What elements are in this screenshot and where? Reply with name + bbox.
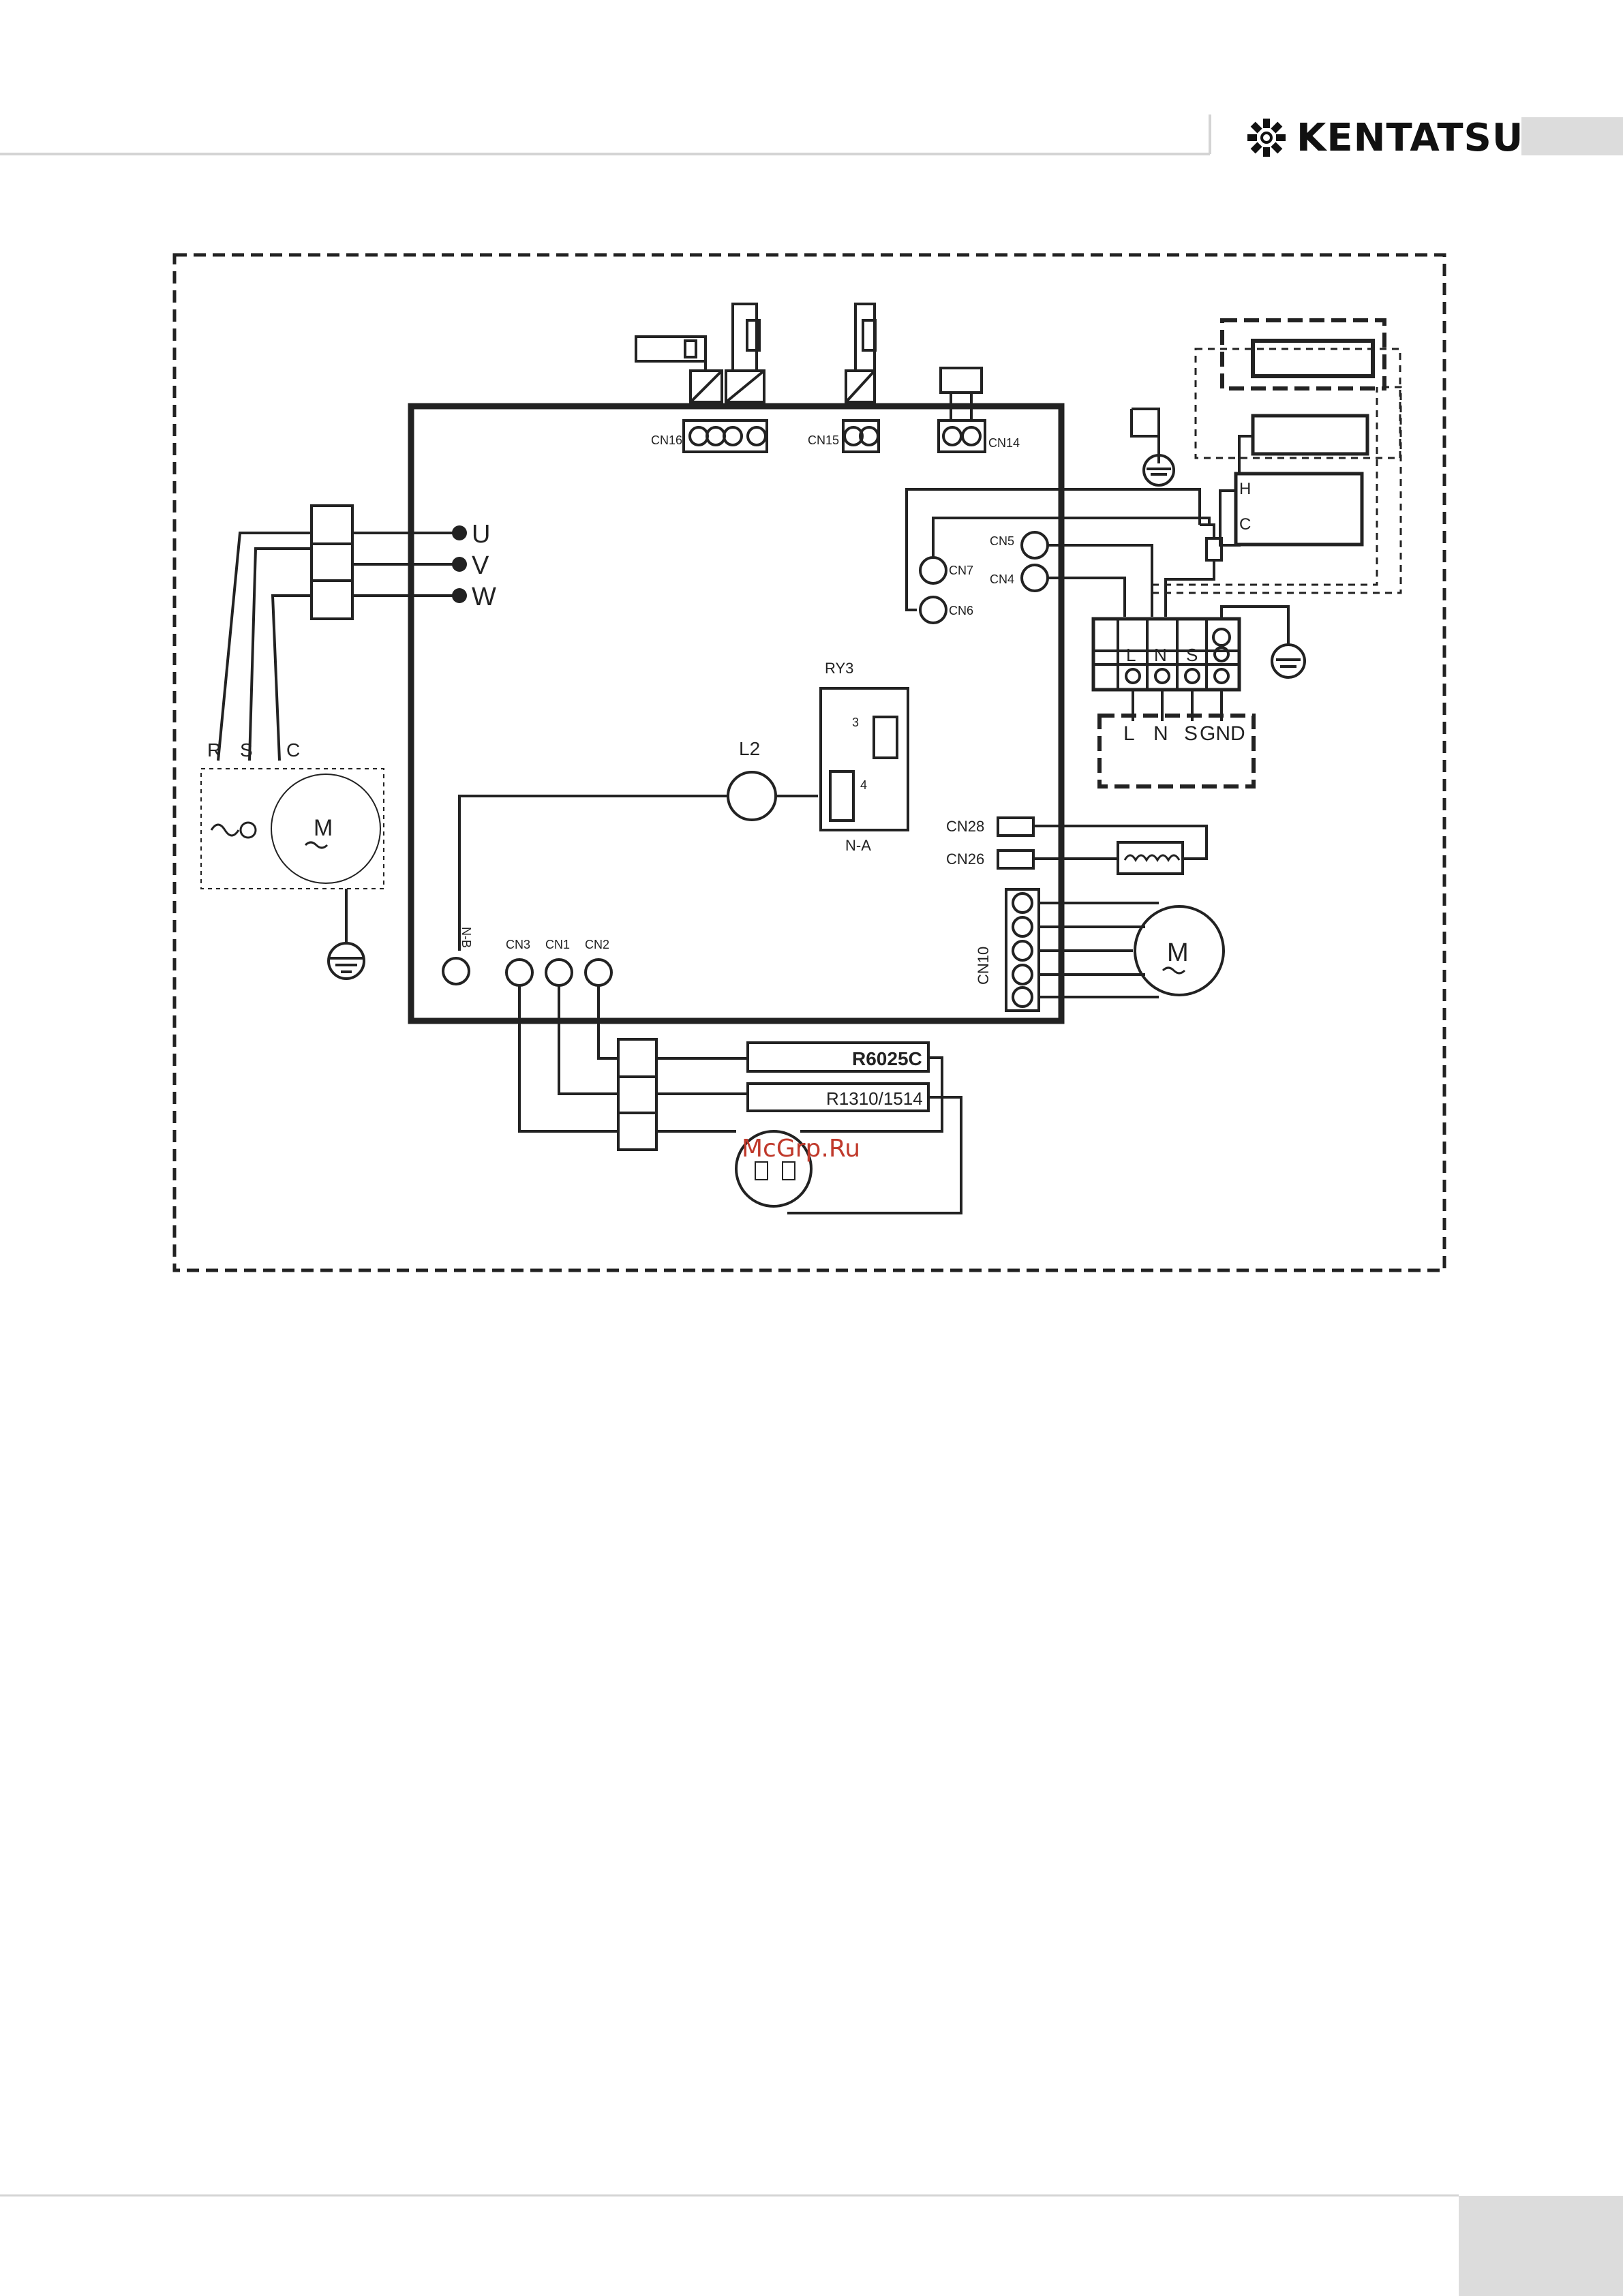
- cn2-terminal: [586, 960, 611, 985]
- watermark: McGrp.Ru: [742, 1135, 860, 1163]
- sensor-plug: [618, 1039, 656, 1150]
- cn26-connector: [998, 851, 1033, 868]
- main-pcb: [411, 406, 1061, 1021]
- cn3-terminal: [506, 960, 532, 985]
- supply-s: S: [1184, 722, 1198, 745]
- nb-terminal: [443, 958, 469, 984]
- supply-l: L: [1123, 722, 1135, 745]
- inductor-label: L2: [739, 738, 760, 759]
- cn1-terminal: [546, 960, 572, 985]
- terminal-v-label: V: [472, 551, 489, 580]
- cn6-terminal: [920, 597, 946, 623]
- sensor-r1310-label: R1310/1514: [826, 1088, 923, 1109]
- cn10-label: CN10: [975, 947, 992, 985]
- terminal-top-l: L: [1126, 645, 1136, 665]
- cn4-terminal: [1022, 565, 1048, 591]
- terminal-w-label: W: [472, 583, 496, 611]
- lead-r-label: R: [207, 739, 221, 761]
- lead-s-label: S: [240, 739, 253, 761]
- relay-name: RY3: [825, 660, 853, 677]
- cn6-label: CN6: [949, 604, 973, 617]
- fan-motor-symbol: M: [1167, 938, 1189, 967]
- cn1-label: CN1: [545, 938, 570, 951]
- cn28-connector: [998, 818, 1033, 836]
- nb-label: N-B: [459, 927, 473, 948]
- cn4-label: CN4: [990, 572, 1014, 586]
- reactor-c-label: C: [1239, 515, 1251, 534]
- cn5-terminal: [1022, 532, 1048, 558]
- motor-plug: [312, 506, 352, 619]
- footer-divider: [0, 2194, 1459, 2196]
- terminal-u-label: U: [472, 520, 490, 549]
- relay-na: N-A: [845, 837, 871, 854]
- cn5-label: CN5: [990, 534, 1014, 548]
- terminal-top-s: S: [1186, 645, 1198, 665]
- compressor-motor-symbol: M: [314, 815, 333, 841]
- inductor-l2: [728, 772, 776, 820]
- lead-c-label: C: [286, 739, 300, 761]
- terminal-top-n: N: [1154, 645, 1167, 665]
- cn10-connector: [1006, 889, 1039, 1011]
- supply-gnd: GND: [1200, 722, 1245, 745]
- supply-n: N: [1153, 722, 1168, 745]
- cn2-label: CN2: [585, 938, 609, 951]
- relay-pin-3: 3: [852, 716, 859, 729]
- cn26-label: CN26: [946, 851, 984, 868]
- cn16-label: CN16: [651, 433, 682, 447]
- cn14-label: CN14: [988, 436, 1020, 450]
- relay-pin-4: 4: [860, 778, 867, 792]
- reactor-h-label: H: [1239, 480, 1251, 498]
- sensor-r6025c-label: R6025C: [852, 1048, 922, 1069]
- cn15-label: CN15: [808, 433, 839, 447]
- compressor-outline: [201, 769, 384, 889]
- cn3-label: CN3: [506, 938, 530, 951]
- cn7-label: CN7: [949, 564, 973, 577]
- cn28-label: CN28: [946, 818, 984, 835]
- cn7-terminal: [920, 557, 946, 583]
- footer-page-tab: [1459, 2196, 1623, 2296]
